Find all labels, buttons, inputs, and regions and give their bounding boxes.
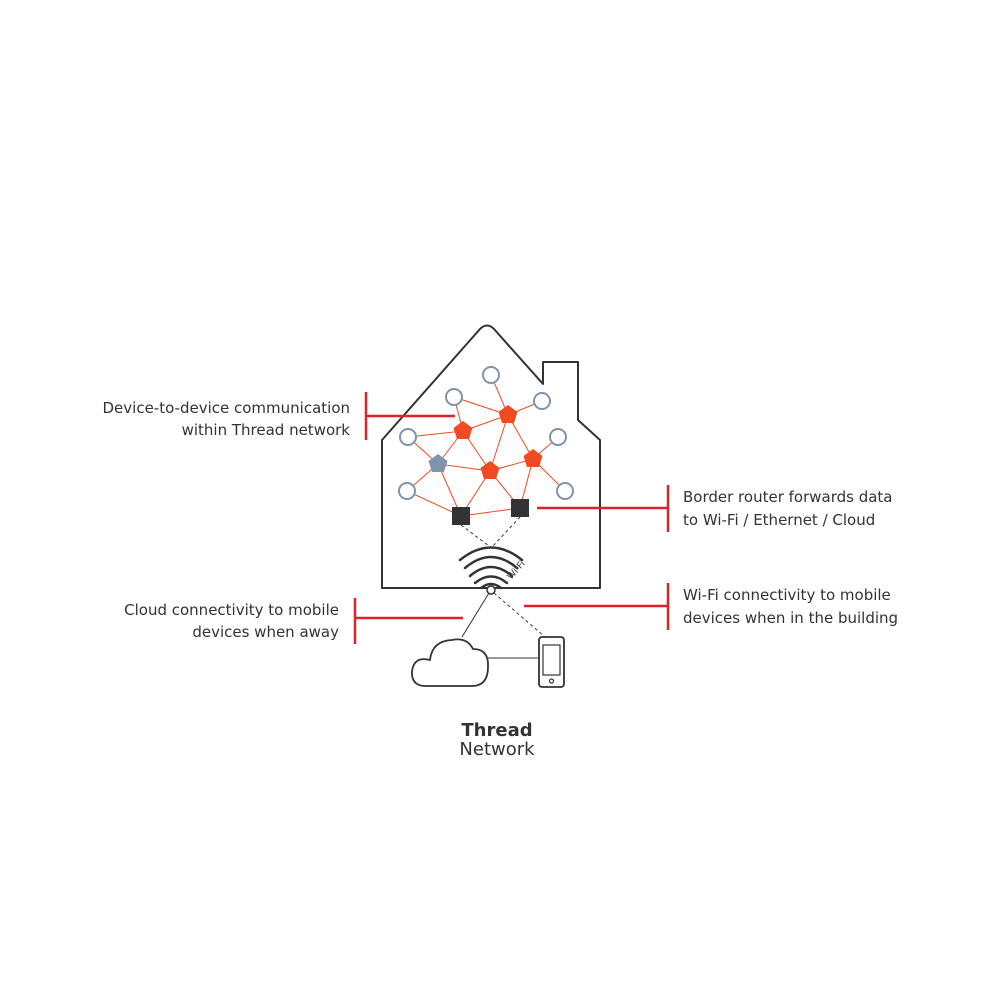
routers [453,405,543,479]
border-router-node [452,507,470,525]
router-node [453,421,473,439]
end-device-node [398,482,416,500]
end-device-node [533,392,551,410]
callout-text: within Thread network [182,421,351,439]
callout-text: to Wi-Fi / Ethernet / Cloud [683,511,875,529]
callout-text: Border router forwards data [683,488,893,506]
end-device-node [556,482,574,500]
router-node [498,405,518,423]
cloud-icon [411,638,489,687]
phone-wifi-link [493,592,546,638]
diagram-subtitle: Network [459,739,535,760]
end-device-node [445,388,463,406]
end-device-node [399,428,417,446]
callout-device-to-device: Device-to-device communication within Th… [103,392,455,440]
end-devices [398,366,574,500]
callout-text: devices when away [192,623,339,641]
callout-border-router: Border router forwards data to Wi-Fi / E… [537,485,893,532]
end-device-node [482,366,500,384]
house-outline [381,324,601,589]
border-router-node [511,499,529,517]
wifi-hub [486,585,496,595]
callout-wifi-mobile: Wi-Fi connectivity to mobile devices whe… [524,583,898,630]
end-device-node [549,428,567,446]
cloud-link [461,592,490,638]
router-node [480,461,500,479]
callout-text: devices when in the building [683,609,898,627]
border-routers [452,499,529,525]
callout-text: Device-to-device communication [103,399,351,417]
callout-cloud: Cloud connectivity to mobile devices whe… [124,598,463,644]
border-router-uplinks [460,516,521,547]
mobile-phone-icon [538,636,565,688]
callout-text: Cloud connectivity to mobile [124,601,339,619]
wifi-icon [458,546,524,590]
router-node [523,449,543,467]
callout-text: Wi-Fi connectivity to mobile [683,586,891,604]
diagram-title: Thread [461,720,532,741]
leader-node [428,454,448,472]
